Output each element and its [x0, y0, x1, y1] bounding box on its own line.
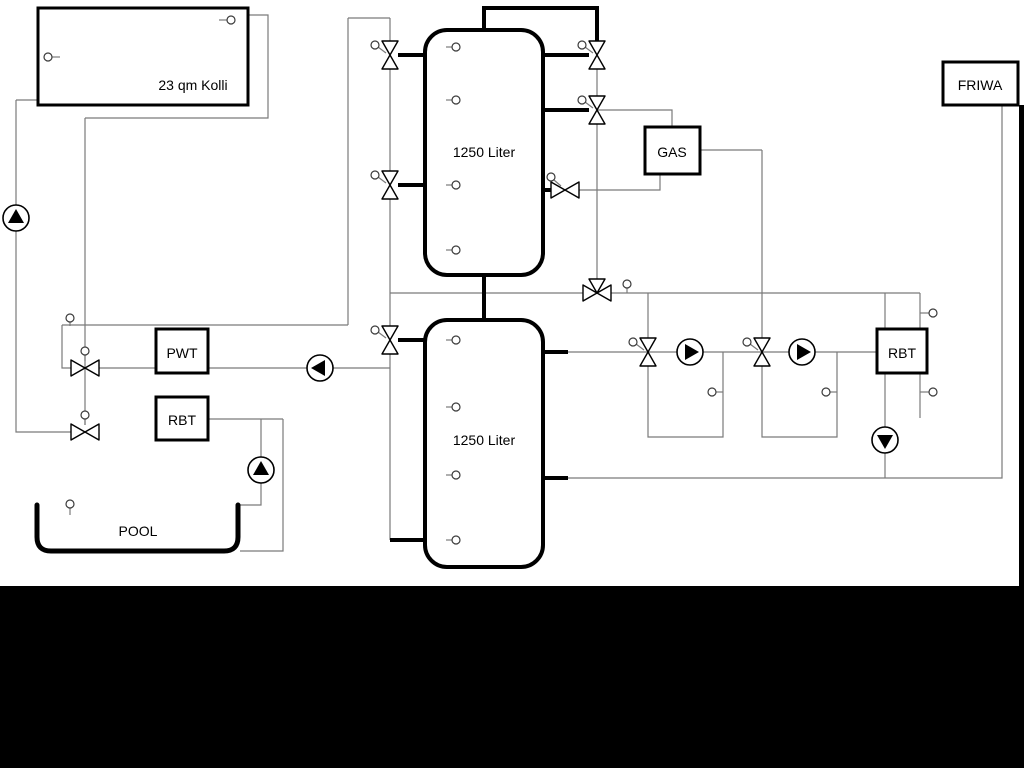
temp-sensor-icon-right-top [928, 308, 938, 318]
temp-sensor-icon-valve-t1-top [370, 40, 380, 50]
gas-label: GAS [657, 144, 687, 160]
pipe-pool-return [240, 419, 284, 552]
valve-icon-tank2-top [381, 325, 399, 355]
pipe-gas-top [597, 109, 673, 127]
bottom-panel [0, 586, 1024, 768]
sensor-stem [377, 46, 387, 54]
pump-icon-rbt-right [871, 426, 899, 454]
pipe-network [15, 14, 1003, 552]
rbt-right-box [875, 327, 929, 375]
valve-icon-tank1-mid [381, 170, 399, 200]
pipe-bottom-return [568, 105, 1003, 479]
temp-sensor-icon-pwt-line [65, 313, 75, 323]
friwa-label: FRIWA [958, 77, 1003, 93]
actuator-icon-pwt-valve [80, 346, 90, 356]
rbt-pool-label: RBT [168, 412, 196, 428]
pipe-pool-supply [238, 419, 262, 506]
pump-icon-circuit1 [676, 338, 704, 366]
pipe-circuit2-loop [761, 352, 838, 438]
temp-sensor-icon-tank1-2 [451, 95, 461, 105]
temp-sensor-icon-loop2 [821, 387, 831, 397]
temp-sensor-icon-right-valve-mid [577, 95, 587, 105]
pipe-collector-return [15, 100, 71, 433]
temp-sensor-icon-tank2-3 [451, 470, 461, 480]
pump-icon-solar [2, 204, 30, 232]
temp-sensor-icon-tank1-3 [451, 180, 461, 190]
pump-icon-pool [247, 456, 275, 484]
valve-icon-tank1-top [381, 40, 399, 70]
right-edge-panel [1019, 105, 1024, 768]
labels: 23 qm Kolli 1250 Liter 1250 Liter GAS FR… [119, 77, 1003, 539]
sensor-stem [553, 179, 562, 187]
temp-sensor-icon-tank1-4 [451, 245, 461, 255]
buffer-tank-1 [423, 28, 545, 277]
collector-body [36, 6, 250, 107]
pool-basin [34, 502, 241, 554]
temp-sensor-icon-right-valve-top [577, 40, 587, 50]
temp-sensor-icon-tank1-1 [451, 42, 461, 52]
temp-sensor-icon-valve-t2-top [370, 325, 380, 335]
valve-icon-gas-return [550, 181, 580, 199]
temp-sensor-icon-tank2-4 [451, 535, 461, 545]
temp-sensor-icon-collector-top [226, 15, 236, 25]
pipe-tank1-top-header [482, 6, 599, 41]
collector-label: 23 qm Kolli [158, 77, 227, 93]
pwt-heat-exchanger-box [154, 327, 210, 375]
rbt-pool-box [154, 395, 210, 442]
pump-icon-circuit2 [788, 338, 816, 366]
temp-sensor-icon-circuit1-valve [628, 337, 638, 347]
temp-sensor-icon-pool [65, 499, 75, 509]
friwa-box [941, 60, 1020, 107]
sensor-stem [377, 176, 387, 184]
temp-sensor-icon-tank2-1 [451, 335, 461, 345]
sensor-stem [584, 101, 594, 109]
sensor-stem [377, 331, 387, 339]
temp-sensor-icon-right-bottom [928, 387, 938, 397]
pipe-gas-bottom [579, 174, 661, 191]
sensor-stem [584, 46, 594, 54]
three-way-valve-icon-distribution [582, 278, 612, 302]
temp-sensor-icon-circuit2-valve [742, 337, 752, 347]
temp-sensor-icon-tank2-2 [451, 402, 461, 412]
pipe-circuit1-loop [647, 352, 724, 438]
valve-icon-right-header-top [588, 40, 606, 70]
temp-sensor-icon-collector-left [43, 52, 53, 62]
temp-sensors [43, 15, 938, 545]
pool-label: POOL [119, 523, 158, 539]
three-way-valve-icon-pool [70, 423, 100, 441]
pipe-pwt-secondary-drop [61, 325, 71, 369]
sensor-stem [635, 343, 645, 351]
tank1-label: 1250 Liter [453, 144, 516, 160]
pipe-collector-supply [85, 14, 269, 119]
buffer-tank-2 [423, 318, 545, 569]
pump-icon-pwt [306, 354, 334, 382]
solar-collector [36, 6, 250, 107]
temp-sensor-icon-loop1 [707, 387, 717, 397]
tank2-body [423, 318, 545, 569]
temp-sensor-icon-valve-t1-mid [370, 170, 380, 180]
thick-pipes [390, 6, 599, 542]
temp-sensor-icon-distribution [622, 279, 632, 289]
tank1-body [423, 28, 545, 277]
rbt-right-label: RBT [888, 345, 916, 361]
tank2-label: 1250 Liter [453, 432, 516, 448]
temp-sensor-icon-gas-valve [546, 172, 556, 182]
gas-boiler-box [643, 125, 702, 176]
actuator-icon-pool-valve [80, 410, 90, 420]
pwt-label: PWT [166, 345, 198, 361]
sensor-stem [749, 343, 759, 351]
